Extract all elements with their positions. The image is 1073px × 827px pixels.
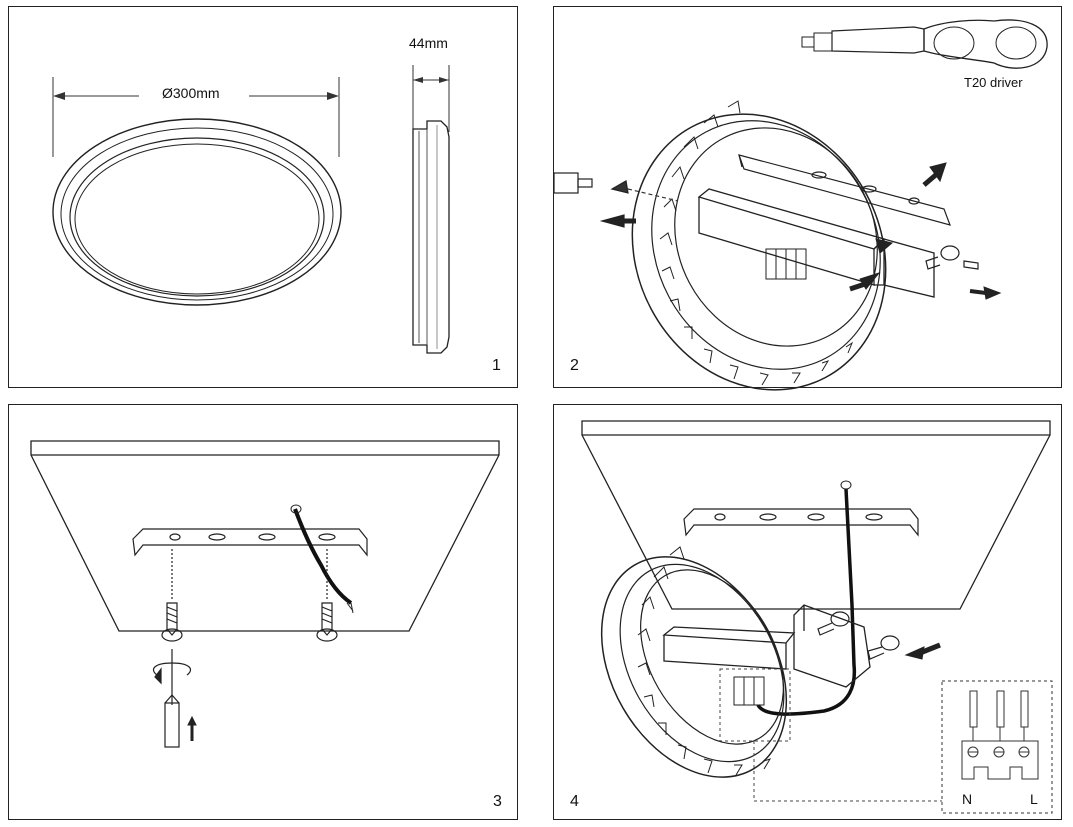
fixture-dimension-drawing xyxy=(52,65,450,354)
mounting-bracket-icon xyxy=(132,528,368,557)
neutral-label: N xyxy=(962,791,973,807)
step-number: 2 xyxy=(570,357,579,374)
step-number: 1 xyxy=(492,357,501,374)
t20-driver-icon xyxy=(801,19,1048,69)
wiring-installation-drawing xyxy=(581,420,1053,814)
step-number: 4 xyxy=(570,793,579,810)
step-1-panel: Ø300mm 44mm 1 xyxy=(8,6,518,388)
wiring-detail-box xyxy=(941,680,1053,814)
step-4-panel: N L 4 xyxy=(553,404,1062,820)
depth-label: 44mm xyxy=(409,35,448,51)
step-number: 3 xyxy=(493,793,502,810)
screwdriver-icon xyxy=(152,649,192,748)
bracket-removal-drawing xyxy=(553,19,1048,391)
step-2-panel: T20 driver 2 xyxy=(553,6,1062,391)
screw-icon xyxy=(316,549,338,642)
bracket-mounting-drawing xyxy=(30,440,500,748)
mounting-bracket-icon xyxy=(683,508,919,537)
tool-label: T20 driver xyxy=(964,75,1023,90)
live-label: L xyxy=(1030,791,1038,807)
step-3-panel: 3 xyxy=(8,404,518,820)
mounting-bracket-icon xyxy=(738,154,951,226)
diameter-label: Ø300mm xyxy=(162,85,220,101)
screw-icon xyxy=(161,549,183,642)
